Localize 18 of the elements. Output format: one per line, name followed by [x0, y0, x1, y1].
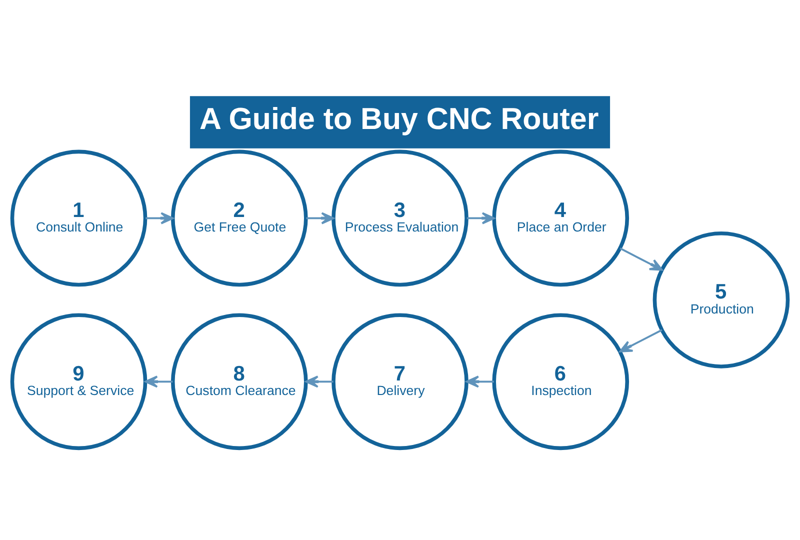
arrow	[305, 376, 334, 388]
node-circle: 8 Custom Clearance	[170, 313, 308, 450]
arrow	[466, 376, 494, 388]
node-circle: 4 Place an Order	[492, 150, 630, 287]
arrow	[619, 329, 662, 352]
node-circle: 1 Consult Online	[10, 150, 148, 287]
node-circle: 3 Process Evaluation	[332, 150, 468, 287]
arrow	[144, 376, 173, 388]
diagram-title: A Guide to Buy CNC Router	[199, 102, 599, 136]
arrow	[466, 212, 495, 224]
arrow	[620, 248, 663, 271]
node-circle: 9 Support & Service	[10, 313, 148, 450]
node-circle: 5 Production	[652, 232, 790, 368]
arrow	[146, 212, 174, 224]
arrow	[306, 212, 334, 224]
node-circle: 2 Get Free Quote	[170, 150, 308, 287]
node-circle: 7 Delivery	[332, 313, 468, 450]
node-circle: 6 Inspection	[492, 313, 630, 450]
